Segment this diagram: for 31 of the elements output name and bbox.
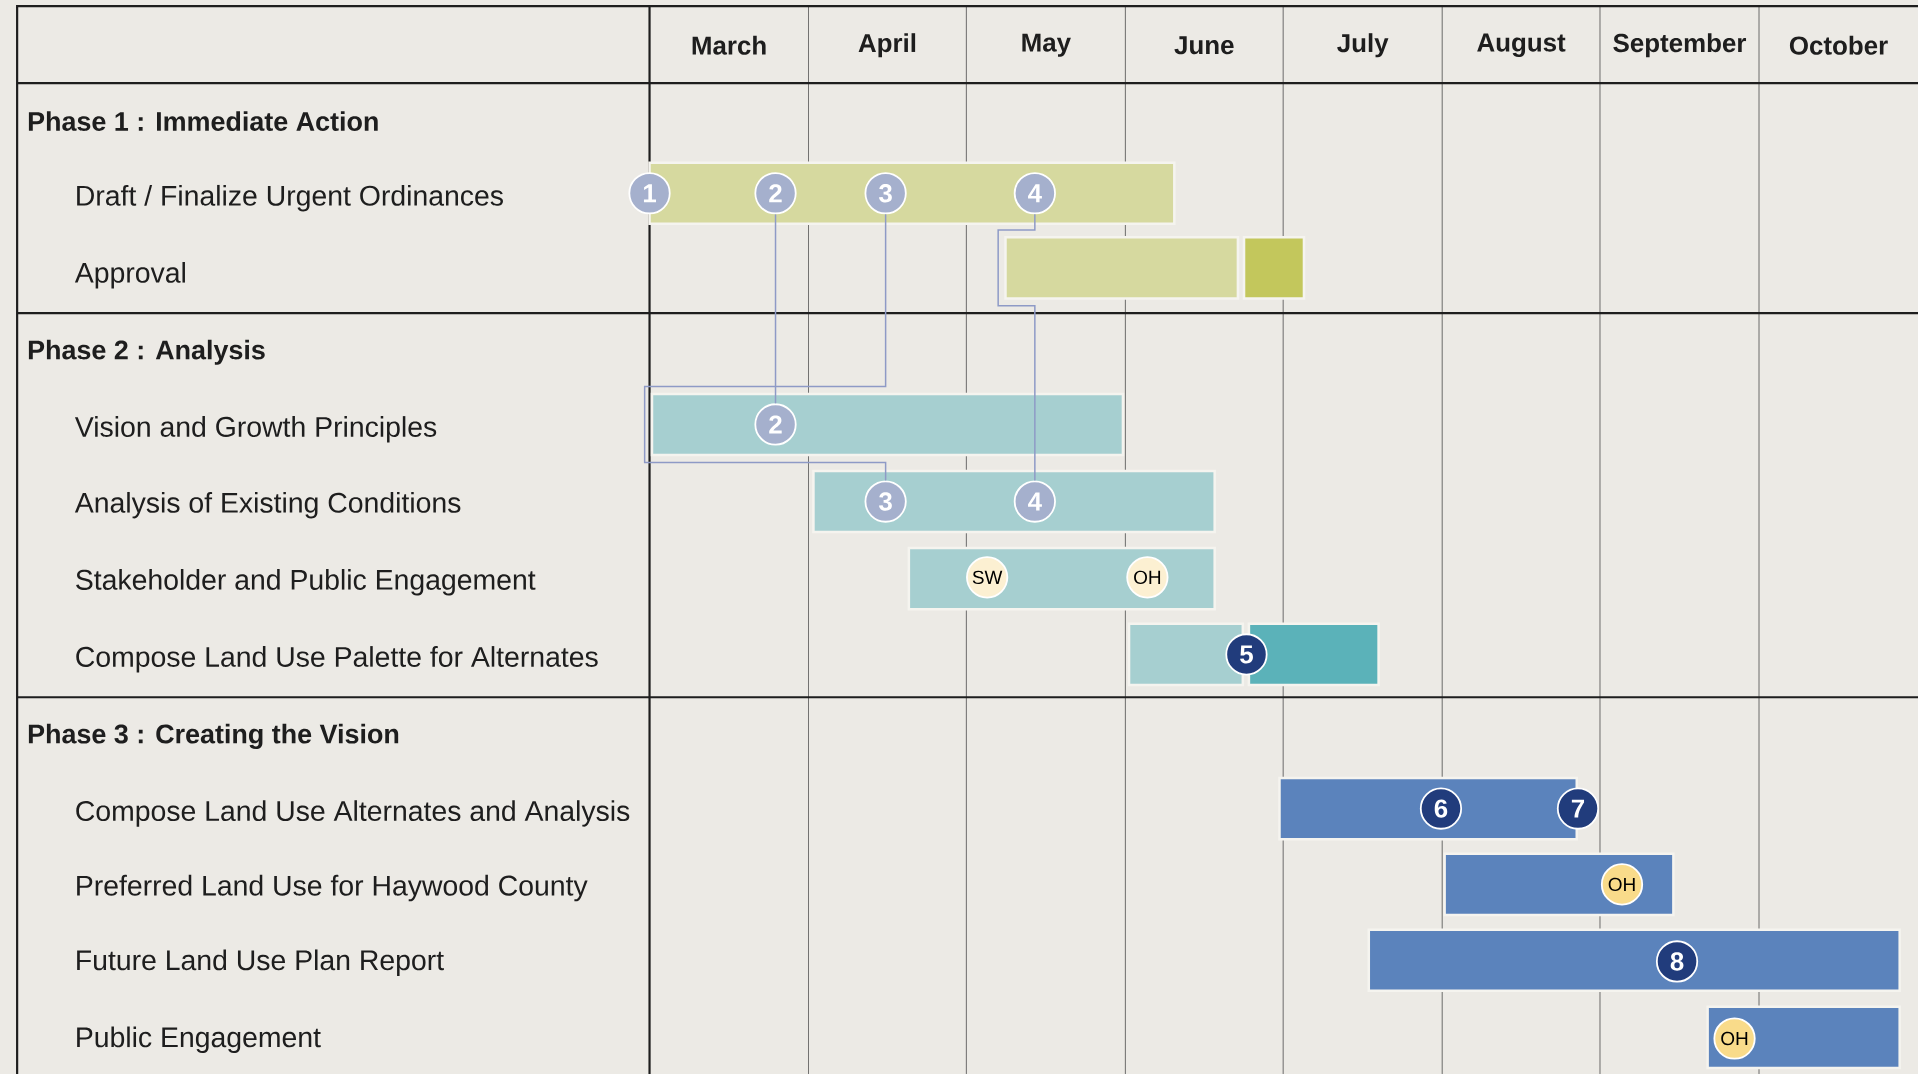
task-name: Approval bbox=[74, 262, 185, 289]
gantt-bar bbox=[1004, 236, 1240, 300]
phase-heading: Phase 3 : Creating the Vision bbox=[28, 723, 399, 749]
gantt-bar bbox=[1242, 236, 1306, 300]
gantt-bar bbox=[812, 469, 1216, 534]
task-name: Stakeholder and Public Engagement bbox=[76, 569, 536, 596]
connector-line bbox=[643, 213, 887, 482]
task-name: Draft / Finalize Urgent Ordinances bbox=[77, 184, 503, 212]
phase-heading: Phase 2 : Analysis bbox=[28, 339, 265, 365]
month-header: March bbox=[692, 35, 766, 55]
task-name: Vision and Growth Principles bbox=[74, 416, 437, 443]
month-header: July bbox=[1337, 33, 1389, 58]
connector-line bbox=[997, 213, 1036, 482]
gantt-bar bbox=[1706, 1005, 1901, 1070]
month-header: October bbox=[1789, 35, 1888, 55]
task-name: Compose Land Use Palette for Alternates bbox=[76, 646, 598, 673]
connector-line bbox=[774, 213, 777, 405]
task-name: Public Engagement bbox=[77, 1026, 321, 1053]
gantt-bar bbox=[1443, 852, 1675, 917]
gantt-bar bbox=[1367, 928, 1901, 993]
task-name: Preferred Land Use for Haywood County bbox=[77, 874, 588, 902]
month-header: May bbox=[1022, 33, 1071, 57]
phase-heading: Phase 1 : Immediate Action bbox=[28, 111, 378, 131]
month-header: April bbox=[858, 33, 916, 58]
gantt-bar bbox=[650, 392, 1125, 457]
task-name: Compose Land Use Alternates and Analysis bbox=[76, 800, 630, 827]
month-header: September bbox=[1613, 33, 1747, 58]
month-header: August bbox=[1477, 33, 1566, 57]
task-name: Future Land Use Plan Report bbox=[77, 949, 444, 976]
month-header: June bbox=[1174, 36, 1234, 55]
task-name: Analysis of Existing Conditions bbox=[74, 491, 461, 519]
